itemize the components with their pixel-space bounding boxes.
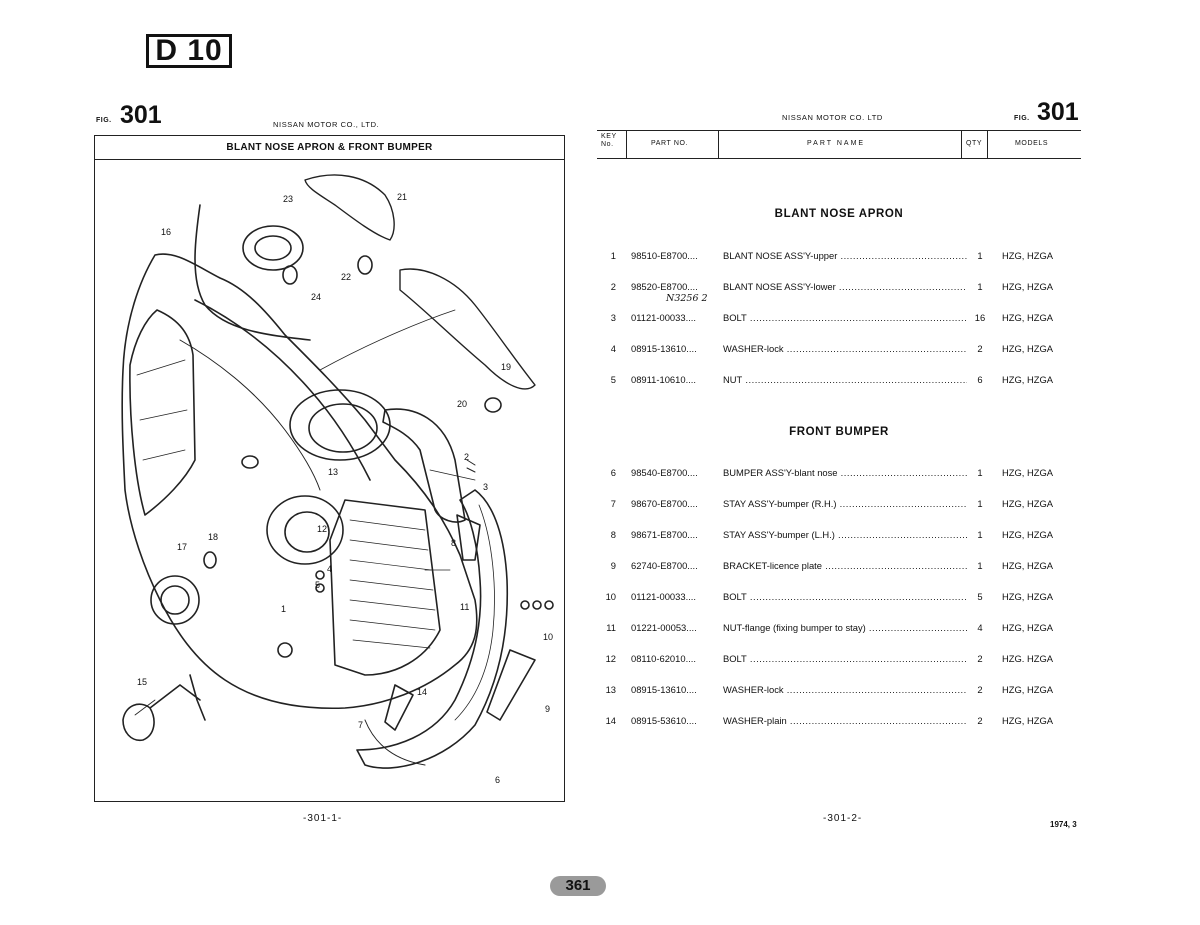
col-part-no: PART NO. (651, 140, 689, 147)
upper-apron (382, 408, 466, 523)
col-part-name: PART NAME (807, 140, 866, 147)
callout-21: 21 (397, 192, 407, 202)
handwritten-note: N3256 2 (666, 293, 708, 304)
callout-22: 22 (341, 272, 351, 282)
right-fig-prefix: FIG. (1014, 115, 1030, 122)
callout-11: 11 (460, 602, 469, 612)
emblem-disc (242, 225, 304, 271)
left-fig-prefix: FIG. (96, 117, 112, 124)
callout-8: 8 (451, 538, 456, 548)
callout-7: 7 (358, 720, 363, 730)
car-body-outline (121, 253, 478, 710)
callout-23: 23 (283, 194, 293, 204)
right-maker: NISSAN MOTOR CO. LTD (782, 113, 883, 122)
left-fig-number: 301 (120, 101, 162, 129)
bumper-stay-lh (486, 649, 536, 721)
parts-table-header: KEY No. PART NO. PART NAME QTY MODELS (597, 130, 1081, 159)
front-bumper (356, 489, 509, 769)
callout-10: 10 (543, 632, 553, 642)
windshield (129, 309, 196, 516)
callout-4: 4 (327, 564, 332, 574)
callout-5: 5 (315, 580, 320, 590)
fender-lamp (122, 703, 155, 742)
col-key: KEY No. (601, 133, 617, 148)
script-emblem-upper (304, 174, 395, 241)
callout-2: 2 (464, 452, 469, 462)
callout-20: 20 (457, 399, 467, 409)
col-models: MODELS (1015, 140, 1049, 147)
callout-3: 3 (483, 482, 488, 492)
callout-6: 6 (495, 775, 500, 785)
left-maker: NISSAN MOTOR CO., LTD. (273, 120, 380, 129)
page-number: 361 (550, 876, 606, 896)
exploded-view-drawing: 1 2 3 4 5 6 7 8 9 10 11 12 13 14 15 16 1… (121, 174, 554, 785)
right-fig-number: 301 (1037, 98, 1079, 126)
callout-17: 17 (177, 542, 187, 552)
callout-14: 14 (417, 687, 427, 697)
fog-lamp (150, 575, 200, 625)
section-title-bumper: FRONT BUMPER (789, 426, 889, 438)
callout-18: 18 (208, 532, 218, 542)
seal-strip (194, 204, 311, 341)
callout-16: 16 (161, 227, 171, 237)
illustration-panel: BLANT NOSE APRON & FRONT BUMPER (94, 135, 565, 802)
left-page-mark: -301-1- (303, 813, 343, 824)
right-page-mark: -301-2- (823, 813, 863, 824)
callout-12: 12 (317, 524, 327, 534)
script-emblem-lower (399, 268, 536, 390)
col-qty: QTY (966, 140, 983, 147)
callout-1: 1 (281, 604, 286, 614)
licence-bracket (384, 684, 414, 731)
callout-9: 9 (545, 704, 550, 714)
issue-date: 1974, 3 (1050, 820, 1077, 829)
illustration-title: BLANT NOSE APRON & FRONT BUMPER (95, 136, 564, 160)
callout-19: 19 (501, 362, 511, 372)
callout-13: 13 (328, 467, 338, 477)
section-title-apron: BLANT NOSE APRON (774, 208, 904, 220)
apron-grille (329, 499, 441, 676)
callout-15: 15 (137, 677, 147, 687)
catalog-code: D 10 (146, 34, 232, 68)
bumper-stay-rh (456, 514, 481, 561)
callout-24: 24 (311, 292, 321, 302)
